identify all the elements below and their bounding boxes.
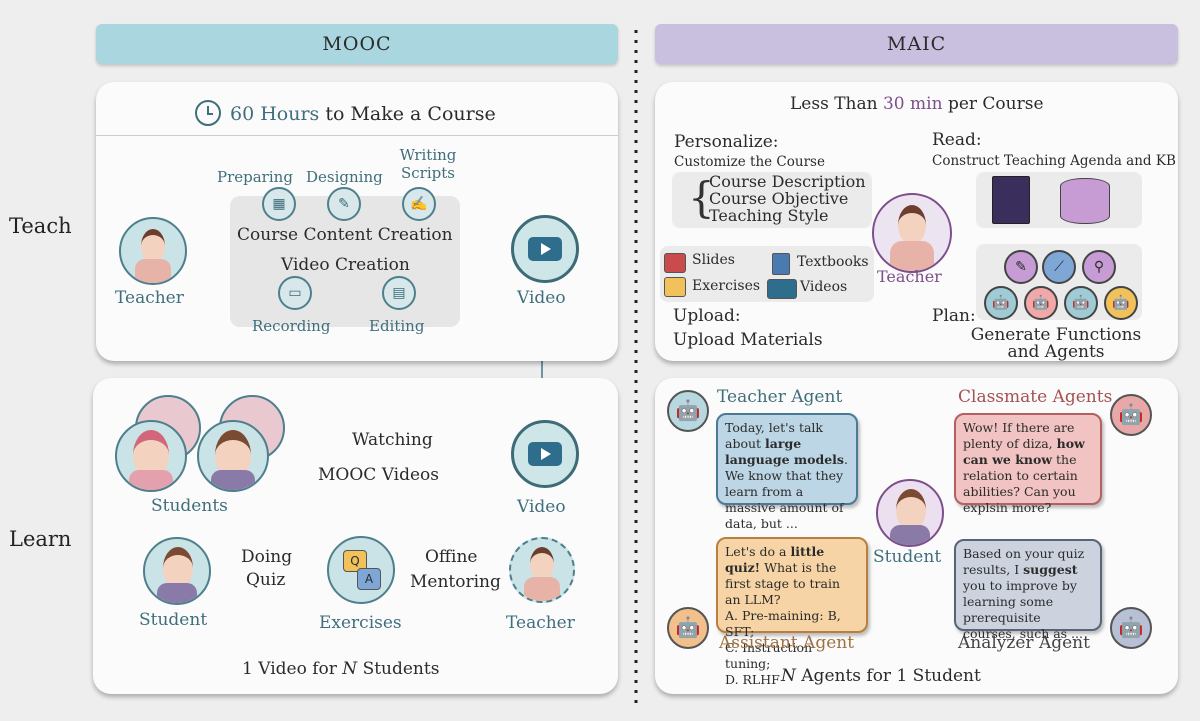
- teach-label: Teach: [9, 214, 72, 238]
- students-label: Students: [151, 496, 228, 516]
- construct-label: Construct Teaching Agenda and KB: [932, 153, 1176, 169]
- option-description: Course Description: [709, 172, 866, 191]
- videos-material-icon: [767, 279, 797, 299]
- teacher-agent-bubble: Today, let's talk about large language m…: [716, 413, 858, 531]
- teacher-avatar-mentor: [509, 537, 575, 603]
- videos-material-label: Videos: [800, 279, 848, 295]
- title-divider: [96, 135, 618, 136]
- maic-teach-title: Less Than 30 min per Course: [790, 94, 1044, 114]
- step-writing-label: Writing Scripts: [399, 146, 457, 182]
- exercises-icon: Q A: [327, 536, 395, 604]
- mooc-videos-label: MOOC Videos: [318, 465, 440, 485]
- student-avatar: [143, 537, 211, 605]
- doing-label: Doing: [241, 547, 293, 567]
- teacher-avatar: [119, 217, 187, 285]
- watching-label: Watching: [352, 430, 433, 450]
- textbooks-label: Textbooks: [797, 254, 869, 270]
- students-avatar-boy: [197, 420, 269, 492]
- assistant-agent-bubble: Let's do a little quiz! What is the firs…: [716, 537, 868, 687]
- offline-label: Offine: [425, 547, 478, 567]
- textbooks-icon: [772, 253, 790, 275]
- recording-icon: ▭: [278, 276, 312, 310]
- course-content-label: Course Content Creation: [237, 225, 453, 245]
- agent-robot-icon-3: 🤖: [1064, 286, 1098, 320]
- mentoring-label: Mentoring: [410, 572, 501, 592]
- teacher-label-mentor: Teacher: [506, 613, 575, 633]
- function-icon-3: ⚲: [1082, 250, 1116, 284]
- exercises-material-label: Exercises: [692, 278, 761, 294]
- customize-label: Customize the Course: [674, 154, 825, 170]
- video-label-learn: Video: [517, 497, 566, 517]
- options-brace: {: [688, 173, 715, 222]
- editing-icon: ▤: [382, 276, 416, 310]
- upload-materials-label: Upload Materials: [673, 330, 823, 350]
- agenda-icon: [992, 176, 1030, 224]
- clock-icon: [195, 100, 221, 126]
- maic-teacher-label: Teacher: [877, 267, 942, 286]
- mooc-learn-caption: 1 Video for N Students: [242, 659, 440, 679]
- video-icon-teach: [511, 215, 579, 283]
- video-label-teach: Video: [517, 288, 566, 308]
- agent-robot-icon-4: 🤖: [1104, 286, 1138, 320]
- learn-label: Learn: [9, 527, 72, 551]
- maic-learn-caption: N Agents for 1 Student: [781, 666, 981, 686]
- teacher-agent-robot-icon: 🤖: [667, 390, 709, 432]
- maic-student-label: Student: [873, 547, 942, 567]
- assistant-agent-robot-icon: 🤖: [667, 607, 709, 649]
- function-icon-1: ✎: [1004, 250, 1038, 284]
- analyzer-agent-label: Analyzer Agent: [958, 633, 1090, 653]
- mooc-header: MOOC: [96, 24, 618, 64]
- personalize-label: Personalize:: [674, 132, 779, 152]
- exercises-material-icon: [664, 277, 686, 297]
- students-avatar-girl: [115, 420, 187, 492]
- mooc-teach-title: 60 Hours to Make a Course: [230, 103, 496, 125]
- knowledge-base-icon: [1060, 178, 1110, 224]
- generate-label: Generate Functions and Agents: [970, 325, 1142, 362]
- teacher-label: Teacher: [115, 288, 184, 308]
- video-creation-label: Video Creation: [281, 255, 410, 275]
- quiz-label: Quiz: [246, 570, 286, 590]
- function-icon-2: ⟋: [1042, 250, 1076, 284]
- teacher-agent-label: Teacher Agent: [717, 387, 843, 407]
- designing-icon: ✎: [327, 187, 361, 221]
- classmate-agents-robot-icon: 🤖: [1110, 394, 1152, 436]
- recording-label: Recording: [252, 317, 331, 335]
- classmate-agents-label: Classmate Agents: [958, 387, 1113, 407]
- agent-robot-icon-1: 🤖: [984, 286, 1018, 320]
- writing-scripts-icon: ✍: [402, 187, 436, 221]
- editing-label: Editing: [369, 317, 425, 335]
- step-preparing-label: Preparing: [217, 168, 293, 186]
- slides-icon: [664, 253, 686, 273]
- slides-label: Slides: [692, 252, 735, 268]
- maic-teacher-avatar: [872, 193, 952, 273]
- read-label: Read:: [932, 130, 982, 150]
- assistant-agent-label: Assistant Agent: [719, 633, 855, 653]
- maic-student-avatar: [876, 479, 944, 547]
- preparing-icon: ▦: [262, 187, 296, 221]
- video-icon-learn: [511, 420, 579, 488]
- option-objective: Course Objective: [709, 189, 849, 208]
- options-box: [672, 172, 872, 228]
- agent-robot-icon-2: 🤖: [1024, 286, 1058, 320]
- step-designing-label: Designing: [306, 168, 383, 186]
- option-style: Teaching Style: [709, 206, 829, 225]
- upload-label: Upload:: [673, 306, 741, 326]
- maic-header: MAIC: [655, 24, 1178, 64]
- exercises-label: Exercises: [319, 613, 402, 633]
- analyzer-agent-robot-icon: 🤖: [1110, 607, 1152, 649]
- plan-label: Plan:: [932, 306, 976, 326]
- analyzer-agent-bubble: Based on your quiz results, I suggest yo…: [954, 539, 1102, 641]
- classmate-agents-bubble: Wow! If there are plenty of diza, how ca…: [954, 413, 1102, 515]
- student-label: Student: [139, 610, 208, 630]
